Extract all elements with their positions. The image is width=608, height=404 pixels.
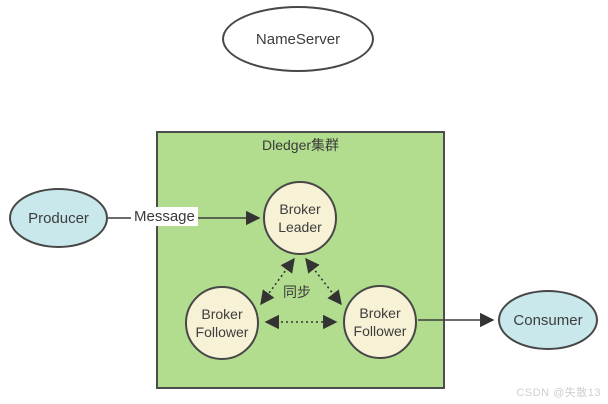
dledger-cluster-title: Dledger集群: [261, 137, 340, 153]
broker-leader-label-line1: Broker: [279, 201, 321, 217]
broker-follower-left-node: Broker Follower: [185, 286, 259, 360]
producer-label: Producer: [28, 209, 89, 227]
consumer-label: Consumer: [513, 311, 583, 329]
broker-follower-left-label-line2: Follower: [195, 324, 249, 340]
broker-leader-label-line2: Leader: [278, 219, 322, 235]
producer-node: Producer: [9, 188, 108, 248]
watermark: CSDN @失散13: [516, 387, 601, 399]
consumer-node: Consumer: [498, 290, 598, 350]
broker-follower-left-label-line1: Broker: [201, 306, 243, 322]
broker-follower-right-node: Broker Follower: [343, 285, 417, 359]
broker-leader-node: Broker Leader: [263, 181, 337, 255]
message-edge-label: Message: [131, 207, 198, 226]
broker-follower-right-label-line2: Follower: [353, 323, 407, 339]
broker-follower-right-label-line1: Broker: [359, 305, 401, 321]
nameserver-node: NameServer: [222, 6, 374, 72]
sync-edge-label: 同步: [283, 284, 311, 300]
nameserver-label: NameServer: [255, 30, 341, 48]
